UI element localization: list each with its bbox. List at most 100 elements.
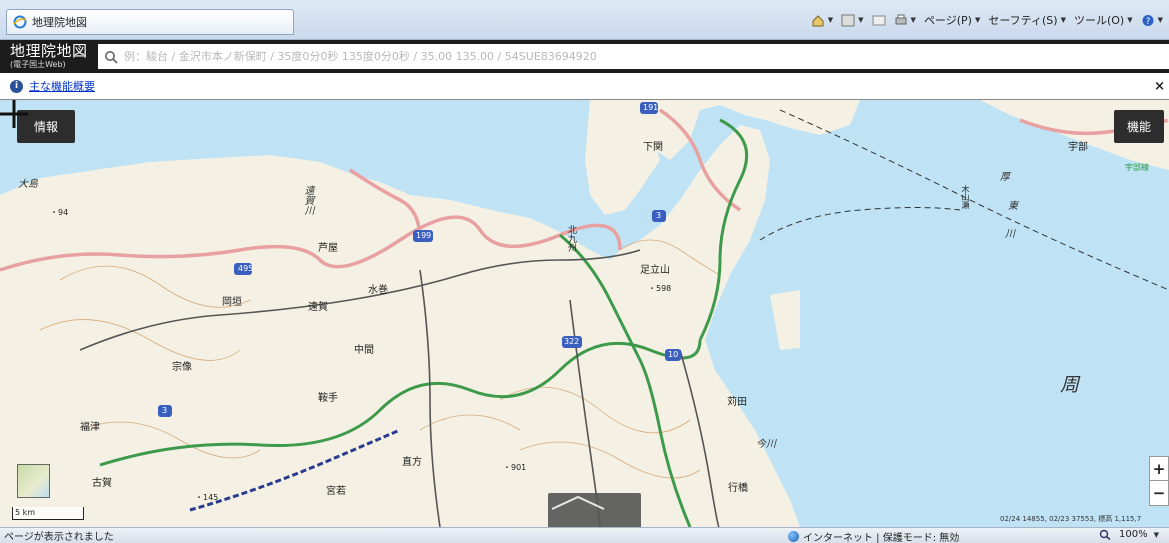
ie-favicon-icon xyxy=(13,15,27,29)
route-shield-10 xyxy=(665,349,681,361)
place-label: 直方 xyxy=(402,457,422,468)
place-label: 下関 xyxy=(643,142,663,153)
place-label: 大島 xyxy=(18,179,38,190)
command-bar: ▼ ▼ ▼ ページ(P)▼ セーフティ(S)▼ ツール(O)▼ ?▼ xyxy=(811,12,1163,28)
logo-subtitle: (電子国土Web) xyxy=(10,60,66,69)
map-graphics xyxy=(0,100,1169,527)
island-oshima xyxy=(10,200,50,222)
mountain-label: 足立山 xyxy=(640,265,670,276)
place-label: 北九州 xyxy=(566,225,576,252)
place-label: 古賀 xyxy=(92,478,112,489)
mail-icon xyxy=(872,15,886,25)
route-shield-3a xyxy=(652,210,666,222)
route-number: 199 xyxy=(416,231,432,240)
route-number: 3 xyxy=(656,211,662,220)
route-shield-495 xyxy=(234,263,252,275)
place-label: 行橋 xyxy=(728,483,748,494)
home-icon xyxy=(812,14,824,26)
home-button[interactable]: ▼ xyxy=(811,14,833,27)
place-label: 宗像 xyxy=(172,362,192,373)
page-menu-label: ページ(P) xyxy=(923,14,972,27)
page-menu[interactable]: ページ(P)▼ xyxy=(923,14,981,27)
route-shield-3b xyxy=(158,405,172,417)
help-icon: ? xyxy=(1142,14,1154,27)
place-label: 宇部 xyxy=(1068,142,1088,153)
security-zone-label: インターネット | 保護モード: 無効 xyxy=(803,533,960,543)
tools-menu[interactable]: ツール(O)▼ xyxy=(1073,14,1133,27)
place-label: 苅田 xyxy=(727,397,747,408)
logo-title: 地理院地図 xyxy=(10,42,88,60)
background-map-thumbnail[interactable] xyxy=(17,464,50,498)
help-button[interactable]: ?▼ xyxy=(1141,14,1163,27)
app-header: 地理院地図 (電子国土Web) xyxy=(0,40,1169,73)
app-logo[interactable]: 地理院地図 (電子国土Web) xyxy=(0,40,96,73)
contour-lines xyxy=(39,239,721,479)
route-number: 10 xyxy=(668,350,679,359)
chevron-up-icon xyxy=(551,495,605,510)
route-number: 3 xyxy=(162,406,168,415)
zoom-level-control[interactable]: 100% ▼ xyxy=(1099,529,1159,540)
place-label: 水巻 xyxy=(368,285,388,296)
chevron-down-icon: ▼ xyxy=(1153,530,1159,539)
search-input[interactable] xyxy=(124,45,1124,68)
feed-icon xyxy=(841,14,855,26)
place-label: 宮若 xyxy=(326,486,346,497)
info-icon: i xyxy=(10,79,23,93)
place-label: 中間 xyxy=(354,345,374,356)
notice-bar: i 主な機能概要 × xyxy=(0,73,1169,100)
river-label: 遠賀川 xyxy=(302,185,313,215)
feature-overview-link[interactable]: 主な機能概要 xyxy=(29,80,95,93)
land-kyushu xyxy=(0,125,800,527)
sea-label: 周 xyxy=(1060,374,1080,396)
expand-panel-button[interactable] xyxy=(548,493,641,527)
globe-icon xyxy=(788,531,799,542)
feeds-button[interactable]: ▼ xyxy=(841,14,864,27)
scale-bar: 5 km xyxy=(12,507,84,520)
close-notice-button[interactable]: × xyxy=(1154,79,1165,94)
place-label: 岡垣 xyxy=(222,297,242,308)
search-icon[interactable] xyxy=(104,50,118,64)
place-label: 厚 xyxy=(1000,172,1010,183)
sea-routes xyxy=(759,109,1169,291)
tab-title: 地理院地図 xyxy=(32,16,87,29)
function-button[interactable]: 機能 xyxy=(1114,110,1164,143)
place-label: 東 xyxy=(1008,201,1018,212)
elevation-label: ・145 xyxy=(195,493,219,502)
printer-icon xyxy=(895,14,907,24)
info-button[interactable]: 情報 xyxy=(17,110,75,143)
route-number: 495 xyxy=(238,264,254,273)
zoom-out-button[interactable]: − xyxy=(1149,480,1169,506)
route-shields xyxy=(158,102,681,417)
print-button[interactable]: ▼ xyxy=(894,14,916,27)
svg-text:?: ? xyxy=(1145,17,1150,27)
route-shield-191 xyxy=(640,102,658,114)
crosshair-icon xyxy=(0,100,28,128)
elevation-label: ・598 xyxy=(648,284,672,293)
place-label: 川 xyxy=(1005,229,1015,240)
expressways xyxy=(99,118,749,527)
safety-menu[interactable]: セーフティ(S)▼ xyxy=(988,14,1066,27)
railway-label: 宇部線 xyxy=(1125,163,1149,172)
status-text: ページが表示されました xyxy=(4,532,114,543)
browser-toolbar: 地理院地図 ▼ ▼ ▼ ページ(P)▼ セーフティ(S)▼ ツール(O)▼ ?▼ xyxy=(0,0,1169,40)
place-label: 鞍手 xyxy=(318,393,338,404)
place-label: 芦屋 xyxy=(318,243,338,254)
magnifier-icon xyxy=(1099,529,1111,540)
map-canvas[interactable]: 495 199 3 322 10 3 191 大島 ・94 遠賀川 芦屋 岡垣 … xyxy=(0,100,1169,527)
island-small xyxy=(770,290,800,350)
zoom-in-button[interactable]: + xyxy=(1149,456,1169,482)
elevation-label: ・94 xyxy=(50,208,69,217)
elevation-label: ・901 xyxy=(503,463,527,472)
safety-menu-label: セーフティ(S) xyxy=(988,14,1058,27)
route-number: 191 xyxy=(643,103,659,112)
shinkansen-line xyxy=(189,428,401,512)
place-label: 遠賀 xyxy=(308,302,328,313)
search-box xyxy=(98,44,1169,69)
place-label: 木山瀬 xyxy=(961,185,970,209)
security-zone[interactable]: インターネット | 保護モード: 無効 xyxy=(788,529,959,543)
mail-button[interactable] xyxy=(872,14,886,27)
river-label: 今川 xyxy=(756,439,776,450)
coordinate-readout: 02/24 14855, 02/23 37553, 標高 1,115,7 xyxy=(1000,515,1142,523)
island-tiny xyxy=(100,208,130,226)
browser-tab[interactable]: 地理院地図 xyxy=(6,9,294,35)
